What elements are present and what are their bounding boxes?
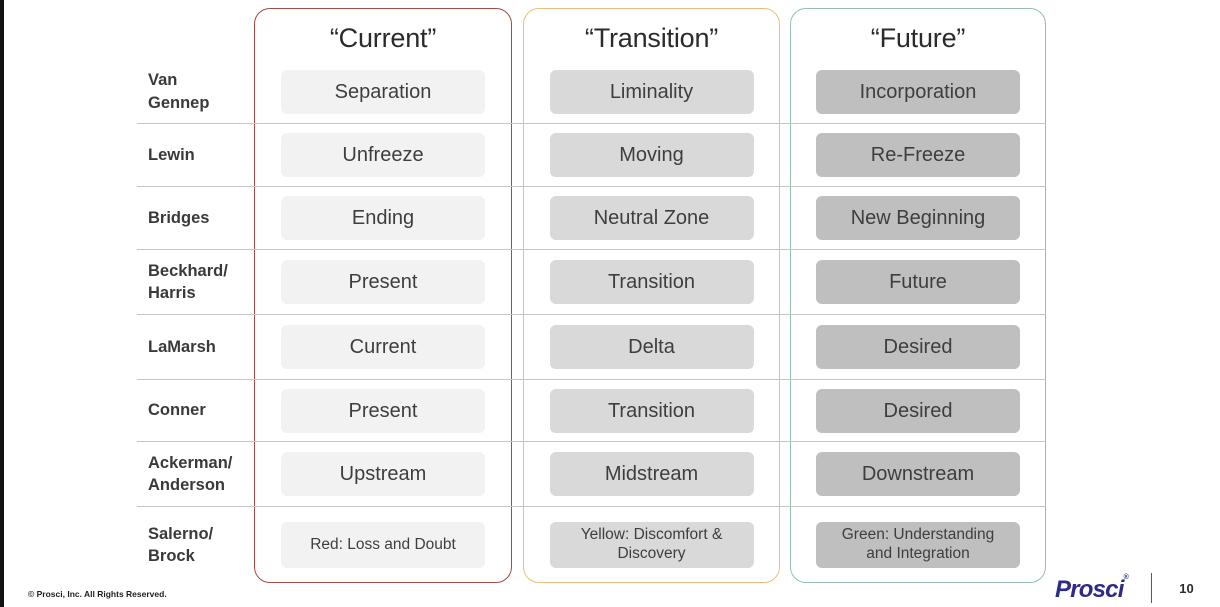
column-header-current: “Current” [329,22,437,53]
cell-current: Unfreeze [281,133,485,177]
cell-future: Desired [816,325,1020,369]
table-row-ackerman-anderson: Ackerman/ Anderson Upstream Midstream Do… [137,442,1046,507]
cell-current: Red: Loss and Doubt [281,522,485,568]
prosci-logo-text: Prosci [1055,576,1124,603]
prosci-logo: Prosci® [1055,574,1129,602]
header-row: “Current” “Transition” “Future” [137,8,1046,60]
row-label: Bridges [148,208,210,227]
cell-transition: Liminality [549,69,754,114]
cell-future: Incorporation [816,69,1020,114]
cell-current: Ending [281,196,485,240]
cell-current: Current [281,325,485,369]
row-label: LaMarsh [148,337,216,356]
cell-current: Separation [281,69,485,114]
column-header-future: “Future” [870,22,966,53]
table-row-conner: Conner Present Transition Desired [137,380,1046,442]
cell-current: Upstream [281,452,485,496]
table-row-salerno-brock: Salerno/ Brock Red: Loss and Doubt Yello… [137,507,1046,583]
cell-transition: Neutral Zone [549,196,754,240]
table-row-bridges: Bridges Ending Neutral Zone New Beginnin… [137,187,1046,250]
cell-transition: Transition [549,388,754,433]
future-column-box [790,8,1046,583]
cell-transition: Midstream [549,452,754,496]
table-row-lewin: Lewin Unfreeze Moving Re-Freeze [137,124,1046,187]
cell-current: Present [281,260,485,304]
copyright-text: © Prosci, Inc. All Rights Reserved. [28,589,167,599]
cell-future: Downstream [816,452,1020,496]
table-row-beckhard-harris: Beckhard/ Harris Present Transition Futu… [137,250,1046,315]
transition-column-box [523,8,780,583]
table-row-lamarsh: LaMarsh Current Delta Desired [137,315,1046,380]
cell-current: Present [281,388,485,433]
current-column-box [254,8,512,583]
cell-future: Green: Understanding and Integration [816,522,1020,568]
cell-transition: Moving [549,133,754,177]
page-number: 10 [1179,580,1194,596]
row-label: Salerno/ Brock [148,524,214,565]
cell-future: Re-Freeze [816,133,1020,177]
left-edge-bar [0,0,4,607]
table-row-van-gennep: Van Gennep Separation Liminality Incorpo… [137,60,1046,124]
column-header-transition: “Transition” [584,22,719,53]
row-label: Lewin [148,145,195,164]
row-label: Beckhard/ Harris [148,261,228,302]
cell-future: New Beginning [816,196,1020,240]
row-label: Conner [148,401,206,420]
models-comparison-table: “Current” “Transition” “Future” Van Genn… [137,8,1046,583]
footer-divider [1150,573,1153,603]
registered-mark: ® [1123,574,1129,581]
cell-transition: Transition [549,260,754,304]
cell-future: Desired [816,388,1020,433]
cell-future: Future [816,260,1020,304]
footer-right-block: Prosci® 10 [1055,572,1194,604]
row-label: Van Gennep [148,71,210,112]
row-label: Ackerman/ Anderson [148,453,233,494]
cell-transition: Yellow: Discomfort & Discovery [549,522,754,568]
cell-transition: Delta [549,325,754,369]
